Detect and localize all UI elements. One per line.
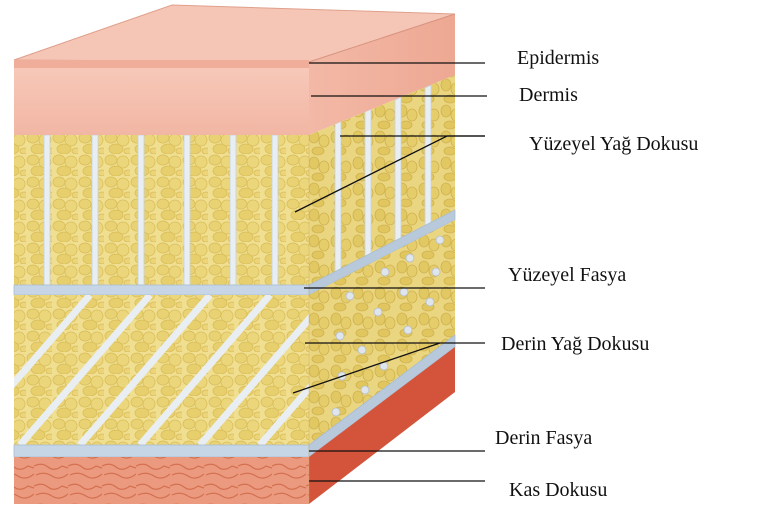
label-deep-fascia: Derin Fasya	[495, 428, 592, 448]
label-dermis: Dermis	[519, 85, 578, 105]
superficial-fascia-layer	[14, 285, 309, 295]
superficial-fat-layer	[14, 135, 309, 285]
label-superficial-fat: Yüzeyel Yağ Dokusu	[529, 134, 698, 154]
label-superficial-fascia: Yüzeyel Fasya	[508, 265, 626, 285]
deep-fascia-layer	[14, 445, 309, 457]
label-deep-fat: Derin Yağ Dokusu	[501, 334, 649, 354]
epidermis-layer	[14, 60, 309, 68]
dermis-layer	[14, 68, 309, 135]
muscle-layer	[14, 457, 309, 504]
label-epidermis: Epidermis	[517, 48, 599, 68]
label-muscle: Kas Dokusu	[509, 480, 607, 500]
